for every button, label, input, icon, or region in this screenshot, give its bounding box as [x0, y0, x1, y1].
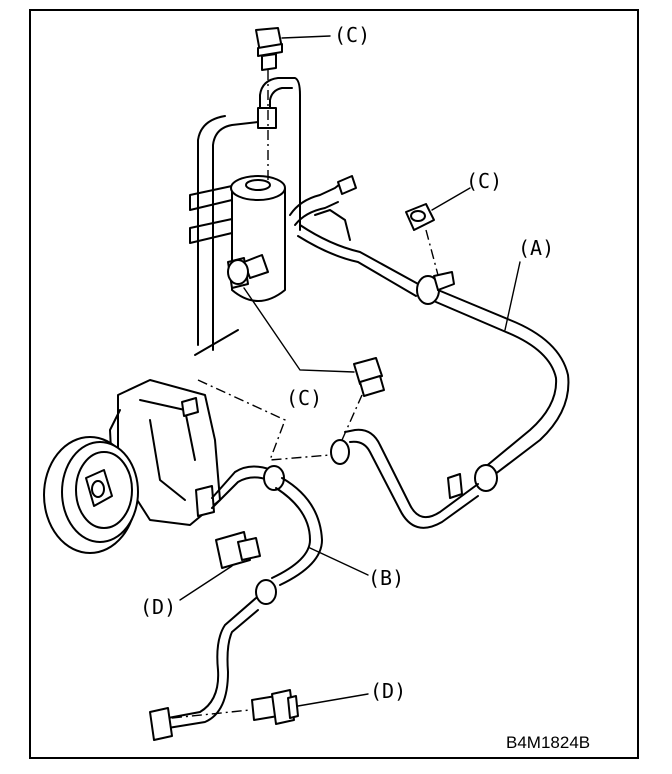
label-b: (B)	[368, 566, 404, 590]
bolt-d-left	[215, 531, 261, 569]
bolt-c-top	[255, 27, 283, 71]
figure-frame	[29, 9, 639, 759]
figure-code: B4M1824B	[506, 733, 590, 752]
bolt-c-lower	[353, 357, 385, 397]
leader-a	[504, 261, 521, 331]
label-d-left: (D)	[140, 595, 176, 619]
nut-c-right	[405, 203, 439, 276]
leader-c-top	[281, 35, 331, 39]
hose-a	[289, 175, 570, 529]
hose-b	[149, 465, 323, 741]
label-c-lower: (C)	[286, 386, 322, 410]
leader-b	[309, 547, 369, 576]
label-c-right: (C)	[466, 169, 502, 193]
leader-d-bottom	[297, 693, 369, 707]
leader-d-left	[179, 565, 233, 601]
leader-c-lower	[243, 287, 355, 373]
leader-c-right	[431, 187, 471, 211]
label-c-top: (C)	[334, 23, 370, 47]
label-a: (A)	[518, 236, 554, 260]
compressor	[43, 379, 331, 554]
label-d-bottom: (D)	[370, 679, 406, 703]
bolt-d-bottom	[171, 689, 299, 725]
receiver-drier	[189, 70, 301, 356]
